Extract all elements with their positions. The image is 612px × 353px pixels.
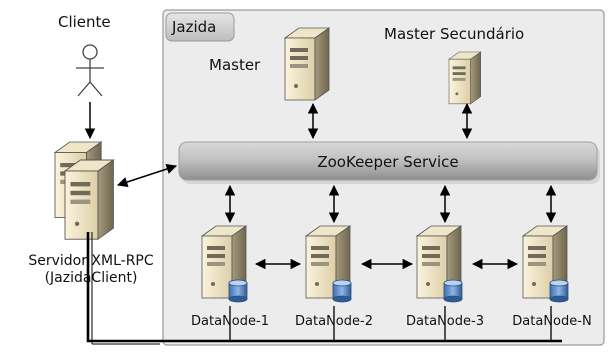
datanode-3-icon [416, 225, 463, 303]
master-server-icon [284, 27, 330, 101]
zookeeper-label: ZooKeeper Service [179, 155, 597, 170]
rpc-server-label-line1: Servidor XML-RPC [28, 253, 154, 269]
rpc-datanode-bus [86, 232, 562, 345]
jazida-cluster-tab [165, 12, 235, 42]
client-actor-icon [76, 44, 104, 97]
rpc-server-label-line2: (JazidaClient) [44, 270, 138, 286]
rpc-server-icon [54, 141, 114, 240]
datanode-2-icon [305, 225, 352, 303]
master-label: Master [209, 56, 261, 74]
rpc-zookeeper-arrow [117, 163, 177, 188]
rpc-server-label: Servidor XML-RPC (JazidaClient) [13, 254, 169, 285]
secondary-master-server-icon [448, 51, 482, 105]
datanode-n-label: DataNode-N [512, 314, 592, 329]
datanode-1-icon [201, 225, 248, 303]
client-label: Cliente [58, 13, 111, 31]
datanode-n-icon [522, 225, 569, 303]
datanode-3-label: DataNode-3 [406, 314, 484, 329]
zookeeper-label-text: ZooKeeper Service [317, 153, 459, 171]
datanode-2-label: DataNode-2 [295, 314, 373, 329]
zookeeper-service-bar [178, 141, 598, 181]
datanode-1-label: DataNode-1 [191, 314, 269, 329]
cluster-label: Jazida [172, 18, 217, 36]
secondary-master-label: Master Secundário [384, 25, 525, 43]
